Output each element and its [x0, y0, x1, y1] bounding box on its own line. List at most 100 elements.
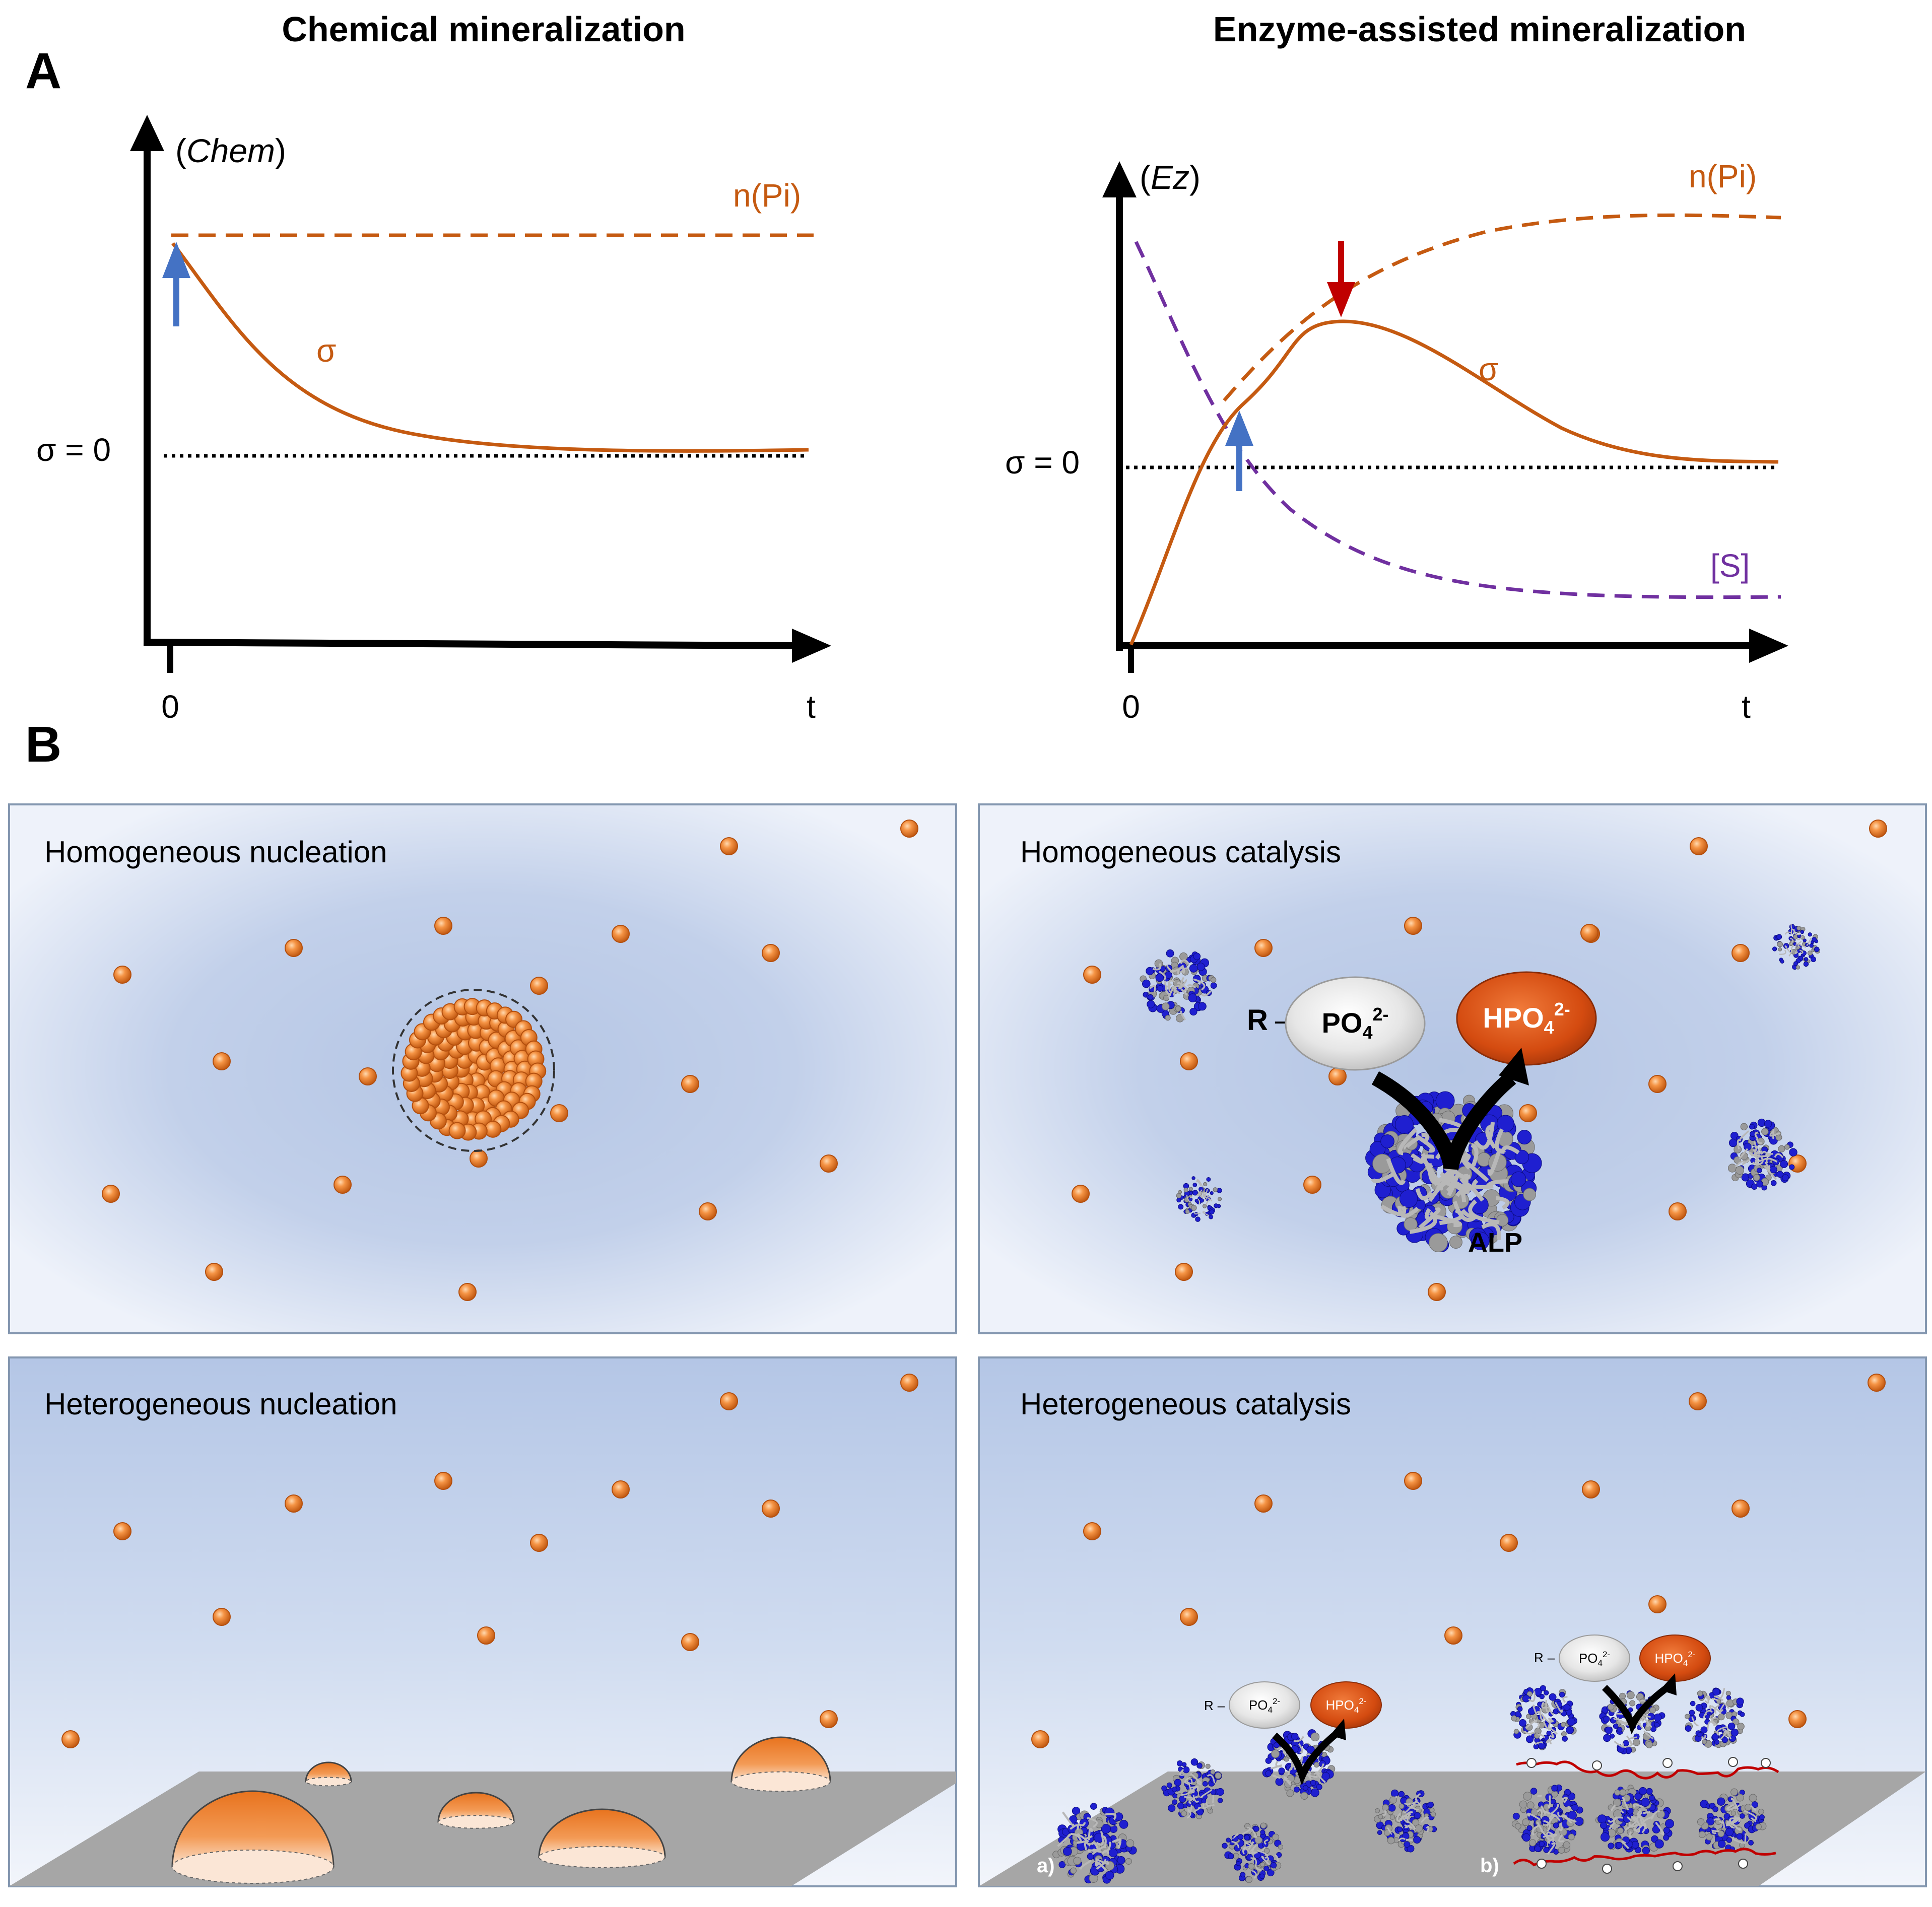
protein-molecule — [1772, 924, 1821, 970]
protein-molecule — [1697, 1788, 1767, 1852]
ion-particle — [699, 1202, 717, 1220]
polymer-chain-lower — [1513, 1848, 1776, 1867]
ion-particle — [434, 1472, 452, 1490]
catalysis-arrowhead — [1499, 1048, 1529, 1085]
ez-y-label: (Ez) — [1140, 159, 1201, 196]
ion-particle — [1444, 1626, 1462, 1645]
ion-particle — [1500, 1534, 1518, 1552]
ion-particle — [762, 1500, 780, 1518]
polymer-node — [1592, 1760, 1602, 1770]
substrate-po4-label: PO42- — [1322, 1004, 1389, 1043]
homogeneous-catalysis-label: Homogeneous catalysis — [1020, 835, 1341, 869]
substrate-po4-ellipse — [1285, 976, 1426, 1071]
ion-particle — [113, 1522, 131, 1540]
ion-particle — [762, 944, 780, 962]
ez-substrate-curve — [1134, 241, 1781, 599]
substrate-po4-small-a — [1229, 1681, 1300, 1729]
heterogeneous-catalysis-label: Heterogeneous catalysis — [1020, 1387, 1351, 1421]
ez-sigma-label: σ — [1479, 351, 1499, 387]
ion-particle — [900, 1374, 918, 1392]
protein-group-box4 — [1052, 1685, 1767, 1884]
polymer-node — [1662, 1758, 1673, 1768]
chem-sigma-label: σ — [316, 332, 337, 369]
polymer-node — [1537, 1859, 1547, 1869]
ion-particle — [205, 1263, 223, 1281]
ion-particle — [1690, 837, 1708, 855]
ez-x-axis-label: t — [1742, 689, 1751, 725]
ez-sigma-curve — [1129, 319, 1779, 646]
chem-x-origin: 0 — [161, 689, 179, 725]
ion-particle — [1582, 1480, 1600, 1499]
box-heterogeneous-catalysis: Heterogeneous catalysis R– PO42- HPO42- … — [978, 1356, 1927, 1887]
substrate-po4-small-b — [1559, 1634, 1630, 1682]
crystal-dome-large — [171, 1790, 335, 1884]
box-homogeneous-catalysis: Homogeneous catalysis R– PO42- HPO42- AL… — [978, 803, 1927, 1334]
polymer-node — [1761, 1758, 1771, 1768]
box-homogeneous-nucleation: Homogeneous nucleation — [8, 803, 957, 1334]
ion-particle — [1328, 1067, 1347, 1085]
ion-particle — [1869, 820, 1887, 838]
ion-particle — [1868, 1374, 1886, 1392]
ion-particle — [900, 820, 918, 838]
ion-particle — [1083, 1522, 1101, 1540]
crystal-dome-tiny — [305, 1761, 352, 1787]
ion-particle — [1731, 1500, 1750, 1518]
label-a: a) — [1037, 1855, 1055, 1877]
ion-particle — [1072, 1185, 1090, 1203]
product-hpo4-small-b-label: HPO42- — [1655, 1650, 1696, 1668]
r-group-label-small-a: R– — [1204, 1698, 1225, 1713]
ion-particle — [820, 1710, 838, 1728]
ion-particle — [681, 1075, 699, 1093]
protein-molecule — [1222, 1822, 1284, 1883]
product-hpo4-label: HPO42- — [1483, 999, 1570, 1038]
cluster-ion — [448, 1122, 466, 1139]
ion-particle — [1648, 1075, 1667, 1093]
protein-molecule — [1262, 1729, 1336, 1800]
ion-particle — [1254, 1494, 1273, 1513]
protein-molecule — [1685, 1687, 1745, 1748]
protein-molecule — [1595, 1785, 1675, 1855]
chem-x-axis-label: t — [807, 689, 816, 725]
protein-group-box2 — [1140, 924, 1821, 1222]
ion-particle — [530, 1534, 548, 1552]
panel-b-letter: B — [25, 716, 61, 773]
polymer-node — [1602, 1864, 1612, 1874]
ion-particle — [1180, 1608, 1198, 1626]
catalysis-arrow-small-a — [1272, 1730, 1340, 1786]
catalysis-arrowhead-small-a — [1330, 1719, 1346, 1740]
substrate-po4-small-b-label: PO42- — [1579, 1650, 1610, 1668]
ion-particle — [1404, 917, 1422, 935]
ez-substrate-label: [S] — [1710, 548, 1750, 584]
protein-molecule — [1727, 1118, 1797, 1191]
polymer-network — [1513, 1757, 1779, 1874]
protein-molecule — [1374, 1789, 1437, 1853]
ion-particle — [720, 837, 738, 855]
ez-title: Enzyme-assisted mineralization — [1213, 10, 1746, 49]
ion-particle — [530, 977, 548, 995]
ion-group-box4 — [1031, 1374, 1886, 1748]
ez-x-origin: 0 — [1122, 689, 1140, 725]
crystal-dome-medium — [538, 1808, 666, 1868]
ion-particle — [820, 1154, 838, 1173]
box-heterogeneous-nucleation: Heterogeneous nucleation — [8, 1356, 957, 1887]
ion-particle — [550, 1104, 568, 1122]
ion-particle — [1731, 944, 1750, 962]
ion-group-box3 — [61, 1374, 918, 1748]
ion-particle — [1689, 1392, 1707, 1410]
protein-molecule — [1511, 1784, 1584, 1855]
ion-particle — [102, 1185, 120, 1203]
nucleus-boundary — [392, 989, 555, 1152]
ion-particle — [1303, 1176, 1321, 1194]
chem-x-axis — [143, 629, 831, 663]
ez-y-axis — [1102, 161, 1137, 651]
ion-particle — [1428, 1283, 1446, 1301]
nucleus-cluster — [401, 998, 547, 1141]
ion-particle — [470, 1149, 488, 1168]
protein-molecule — [1161, 1758, 1225, 1819]
label-b: b) — [1480, 1855, 1499, 1877]
ion-particle — [1404, 1472, 1422, 1490]
chem-npi-label: n(Pi) — [733, 177, 801, 214]
ez-npi-curve — [1223, 213, 1781, 402]
ion-particle — [1031, 1730, 1049, 1748]
